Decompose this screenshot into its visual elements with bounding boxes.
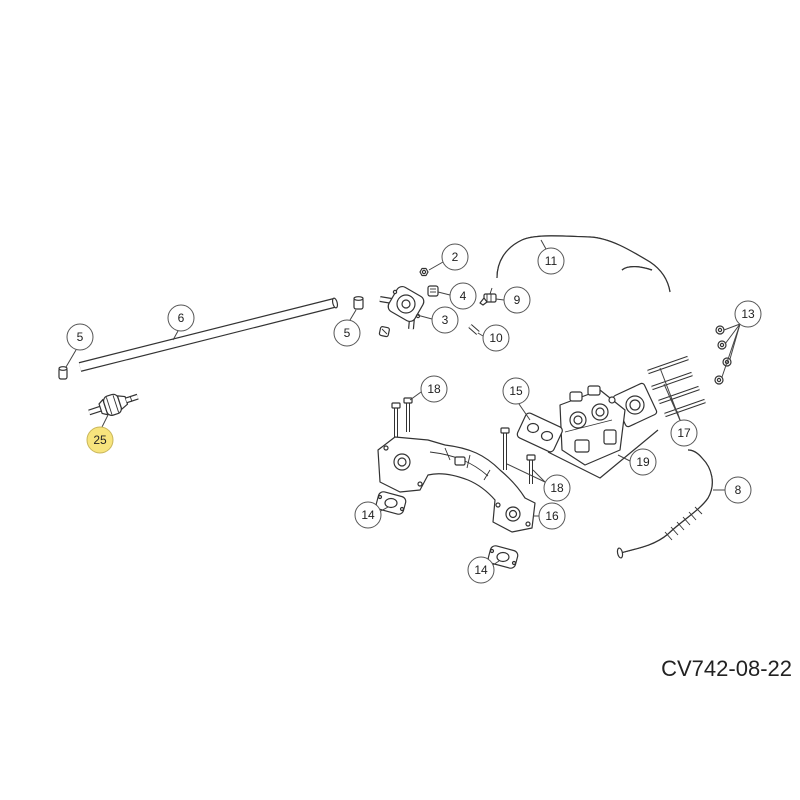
callout-4[interactable]: 4 [437, 282, 477, 310]
callout-label: 14 [361, 508, 375, 522]
part-nut [419, 267, 429, 277]
callout-15[interactable]: 15 [502, 377, 531, 421]
callout-label: 4 [460, 289, 467, 303]
callout-19[interactable]: 19 [617, 448, 657, 476]
part-clamp-left [58, 366, 68, 380]
part-hose-lower [616, 449, 713, 559]
part-hose-upper [496, 235, 671, 293]
callout-label: 9 [514, 293, 521, 307]
part-bolts-upper [391, 397, 413, 440]
callout-10[interactable]: 10 [477, 324, 510, 352]
callout-25[interactable]: 25 [86, 414, 114, 454]
part-nuts-set [714, 325, 732, 385]
part-pin [468, 324, 480, 335]
callout-label: 13 [741, 307, 755, 321]
callout-9[interactable]: 9 [495, 286, 531, 314]
part-carburetor-gasket [516, 412, 563, 453]
drawing-number: CV742-08-22 [661, 656, 792, 681]
part-studs [647, 355, 706, 418]
part-fuel-pump [379, 285, 425, 330]
callout-13[interactable]: 13 [721, 300, 762, 378]
callout-14-lower[interactable]: 14 [467, 556, 500, 584]
callout-label: 5 [344, 326, 351, 340]
callout-2[interactable]: 2 [428, 243, 469, 271]
callout-5-right[interactable]: 5 [333, 309, 361, 347]
callout-14-upper[interactable]: 14 [354, 501, 389, 529]
callout-label: 6 [178, 311, 185, 325]
part-fuel-line [78, 297, 339, 372]
callout-label: 15 [509, 384, 523, 398]
callout-label: 25 [93, 433, 107, 447]
callout-5-left[interactable]: 5 [65, 323, 94, 368]
callout-label: 3 [442, 313, 449, 327]
callout-label: 14 [474, 563, 488, 577]
callout-label: 5 [77, 330, 84, 344]
part-grommet-small [378, 326, 390, 338]
part-intake-manifold [377, 436, 536, 533]
part-manifold-gasket-upper [375, 491, 407, 515]
callout-label: 10 [489, 331, 503, 345]
callout-label: 8 [735, 483, 742, 497]
part-fuel-filter [88, 393, 139, 416]
part-manifold-gasket-lower [487, 545, 519, 569]
part-grommet [427, 285, 439, 297]
part-clamp-right [353, 296, 364, 310]
callout-18-upper[interactable]: 18 [409, 375, 448, 403]
callout-label: 2 [452, 250, 459, 264]
part-bolts-lower [500, 427, 536, 484]
callout-label: 17 [677, 426, 691, 440]
callout-label: 16 [545, 509, 559, 523]
callout-11[interactable]: 11 [537, 239, 565, 275]
callout-16[interactable]: 16 [533, 502, 566, 530]
callout-label: 11 [545, 254, 558, 268]
callout-18-lower[interactable]: 18 [506, 463, 571, 502]
callout-label: 18 [550, 481, 564, 495]
callout-8[interactable]: 8 [713, 476, 752, 504]
callout-6[interactable]: 6 [167, 304, 195, 341]
part-fitting [479, 287, 497, 306]
callout-label: 19 [636, 455, 650, 469]
callout-17[interactable]: 17 [659, 367, 698, 447]
part-carburetor [547, 382, 659, 479]
callout-label: 18 [427, 382, 441, 396]
callout-3[interactable]: 3 [416, 306, 459, 334]
